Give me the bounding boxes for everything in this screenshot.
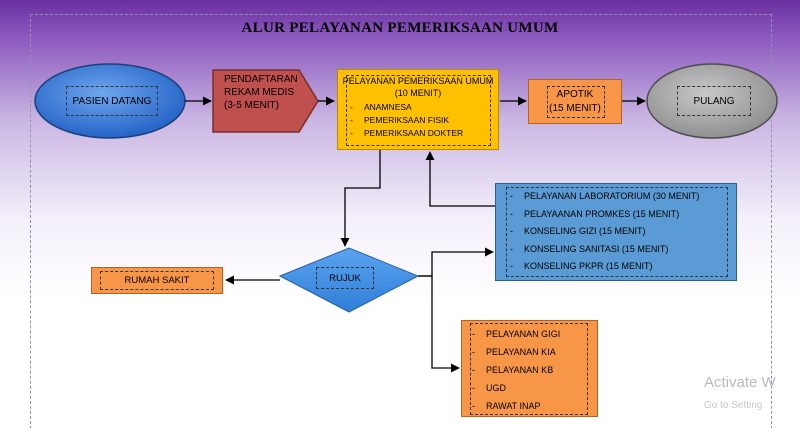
pemeriksaan-umum-title: PELAYANAN PEMERIKSAAN UMUM — [342, 76, 494, 86]
activate-watermark-sub: Go to Setting — [704, 400, 763, 411]
pasien-datang-label-box: PASIEN DATANG — [66, 86, 158, 116]
apotik-node: APOTIK (15 MENIT) — [528, 79, 622, 124]
apotik-inner-frame — [547, 86, 605, 118]
rujuk-label-box: RUJUK — [316, 267, 374, 289]
penunjang-list: PELAYANAN LABORATORIUM (30 MENIT) PELAYA… — [508, 188, 699, 276]
pendaftaran-line-3: (3-5 MENIT) — [224, 100, 279, 111]
pendaftaran-shape — [212, 69, 319, 133]
pemeriksaan-item: PEMERIKSAAN FISIK — [348, 114, 463, 127]
page-frame — [30, 14, 772, 428]
pemeriksaan-umum-duration: (10 MENIT) — [394, 88, 442, 98]
pelayanan-penunjang-node: PELAYANAN LABORATORIUM (30 MENIT) PELAYA… — [495, 183, 737, 281]
pendaftaran-node: PENDAFTARAN REKAM MEDIS (3-5 MENIT) — [224, 73, 314, 112]
penunjang-item: KONSELING SANITASI (15 MENIT) — [508, 241, 699, 259]
pelayanan-lain-item: RAWAT INAP — [470, 397, 560, 415]
pulang-label-box: PULANG — [677, 86, 751, 116]
arrow-rujuk-to-penunjang — [418, 247, 494, 277]
arrow-pemeriksaan-to-rujuk — [340, 150, 381, 247]
rujuk-label: RUJUK — [329, 272, 361, 284]
pendaftaran-line-1: PENDAFTARAN — [224, 74, 298, 85]
diagram-title: ALUR PELAYANAN PEMERIKSAAN UMUM — [241, 20, 559, 36]
arrow-penunjang-to-pemeriksaan — [425, 151, 495, 207]
rumah-sakit-inner-frame: RUMAH SAKIT — [100, 271, 214, 290]
pelayanan-lain-item: PELAYANAN KB — [470, 361, 560, 379]
apotik-label: APOTIK — [556, 89, 594, 100]
pendaftaran-line-2: REKAM MEDIS — [224, 87, 295, 98]
pemeriksaan-umum-list: ANAMNESA PEMERIKSAAN FISIK PEMERIKSAAN D… — [348, 101, 463, 140]
arrow-rujuk-to-pelayanan-lain — [418, 275, 460, 373]
pelayanan-lain-item: UGD — [470, 379, 560, 397]
rumah-sakit-label: RUMAH SAKIT — [124, 275, 190, 286]
pulang-shape — [646, 63, 778, 139]
penunjang-item: KONSELING PKPR (15 MENIT) — [508, 258, 699, 276]
pemeriksaan-umum-node: PELAYANAN PEMERIKSAAN UMUM (10 MENIT) AN… — [337, 69, 499, 150]
pulang-label: PULANG — [693, 95, 735, 107]
pemeriksaan-umum-inner-frame — [346, 75, 491, 146]
pemeriksaan-item: ANAMNESA — [348, 101, 463, 114]
penunjang-item: PELAYANAN LABORATORIUM (30 MENIT) — [508, 188, 699, 206]
pemeriksaan-item: PEMERIKSAAN DOKTER — [348, 127, 463, 140]
penunjang-item: KONSELING GIZI (15 MENIT) — [508, 223, 699, 241]
pelayanan-lain-item: PELAYANAN KIA — [470, 343, 560, 361]
pelayanan-lain-node: PELAYANAN GIGI PELAYANAN KIA PELAYANAN K… — [461, 320, 598, 417]
apotik-duration: (15 MENIT) — [549, 103, 601, 114]
pelayanan-lain-list: PELAYANAN GIGI PELAYANAN KIA PELAYANAN K… — [470, 325, 560, 415]
rumah-sakit-node: RUMAH SAKIT — [91, 267, 223, 294]
pasien-datang-label: PASIEN DATANG — [72, 95, 152, 107]
pelayanan-lain-item: PELAYANAN GIGI — [470, 325, 560, 343]
activate-watermark: Activate W — [704, 374, 776, 391]
penunjang-item: PELAYAANAN PROMKES (15 MENIT) — [508, 206, 699, 224]
